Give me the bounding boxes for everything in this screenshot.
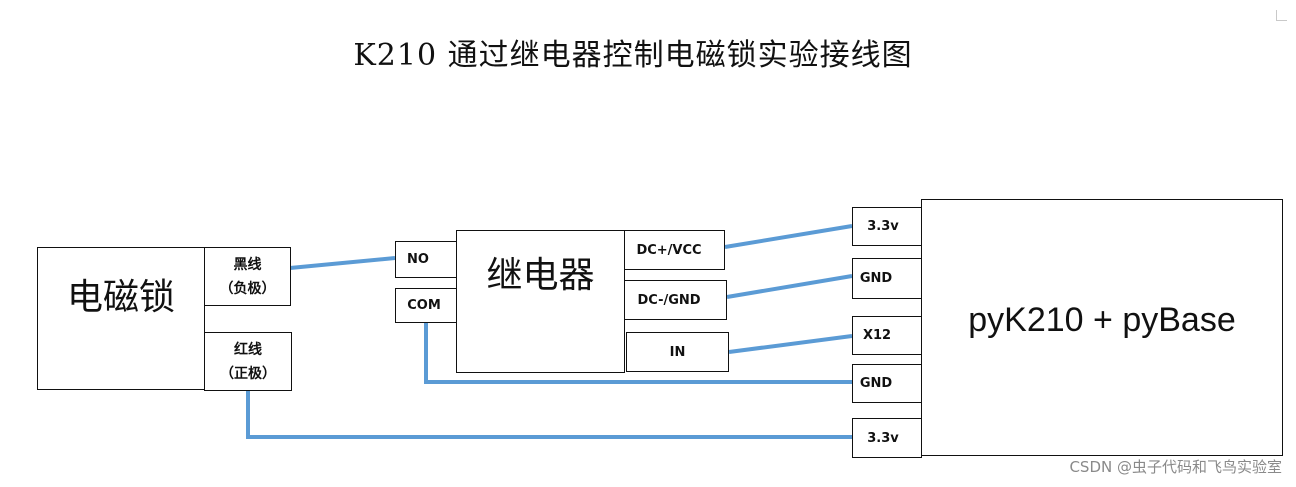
- board-pin-3v3-top-label: 3.3v: [867, 219, 899, 234]
- board-pin-gnd-1: [852, 258, 922, 299]
- board-pin-gnd-1-label: GND: [859, 271, 893, 286]
- page-corner-mark: [1276, 10, 1287, 21]
- electromagnetic-lock-box: [37, 247, 205, 390]
- red-wire-line2: （正极）: [220, 365, 276, 382]
- board-pin-x12: [852, 316, 922, 355]
- watermark: CSDN @虫子代码和飞鸟实验室: [1069, 458, 1282, 476]
- diagram-title: K210 通过继电器控制电磁锁实验接线图: [353, 38, 913, 73]
- wire-black-to-no: [289, 256, 396, 270]
- lock-label: 电磁锁: [66, 277, 175, 318]
- black-wire-line2: （负极）: [219, 280, 276, 297]
- relay-pin-dc-plus: [624, 230, 725, 270]
- relay-box: [456, 230, 625, 373]
- board-pin-gnd-2-label: GND: [859, 376, 893, 391]
- board-pin-gnd-2: [852, 364, 922, 403]
- black-wire-line1: 黑线: [233, 256, 262, 273]
- relay-pin-in: [626, 332, 729, 372]
- black-wire-label: 黑线 （负极）: [204, 247, 291, 306]
- board-pin-3v3-bottom: [852, 418, 922, 458]
- red-wire-line1: 红线: [234, 341, 262, 358]
- relay-pin-com-label: COM: [407, 298, 441, 313]
- relay-pin-no-label: NO: [407, 252, 429, 267]
- wire-red-to-3v3: [246, 390, 852, 439]
- wire-gnd-to-gnd: [726, 274, 853, 299]
- wire-in-to-x12: [728, 334, 853, 354]
- red-wire-box: [204, 332, 292, 391]
- relay-pin-dc-minus: [624, 280, 727, 320]
- relay-pin-in-label: IN: [669, 344, 686, 360]
- wire-vcc-to-3v3: [724, 224, 853, 249]
- board-box: [921, 199, 1283, 456]
- relay-pin-dc-minus-label: DC-/GND: [637, 292, 701, 308]
- board-label: pyK210 + pyBase: [968, 300, 1236, 339]
- red-wire-label: 红线 （正极）: [204, 332, 292, 391]
- relay-label: 继电器: [486, 255, 595, 296]
- relay-pin-dc-plus-label: DC+/VCC: [636, 242, 702, 258]
- relay-pin-no: [395, 241, 457, 278]
- black-wire-box: [204, 247, 291, 306]
- board-pin-x12-label: X12: [862, 328, 892, 343]
- relay-pin-com: [395, 288, 457, 323]
- board-pin-3v3-bottom-label: 3.3v: [867, 430, 899, 446]
- wire-com-to-gnd: [424, 323, 852, 384]
